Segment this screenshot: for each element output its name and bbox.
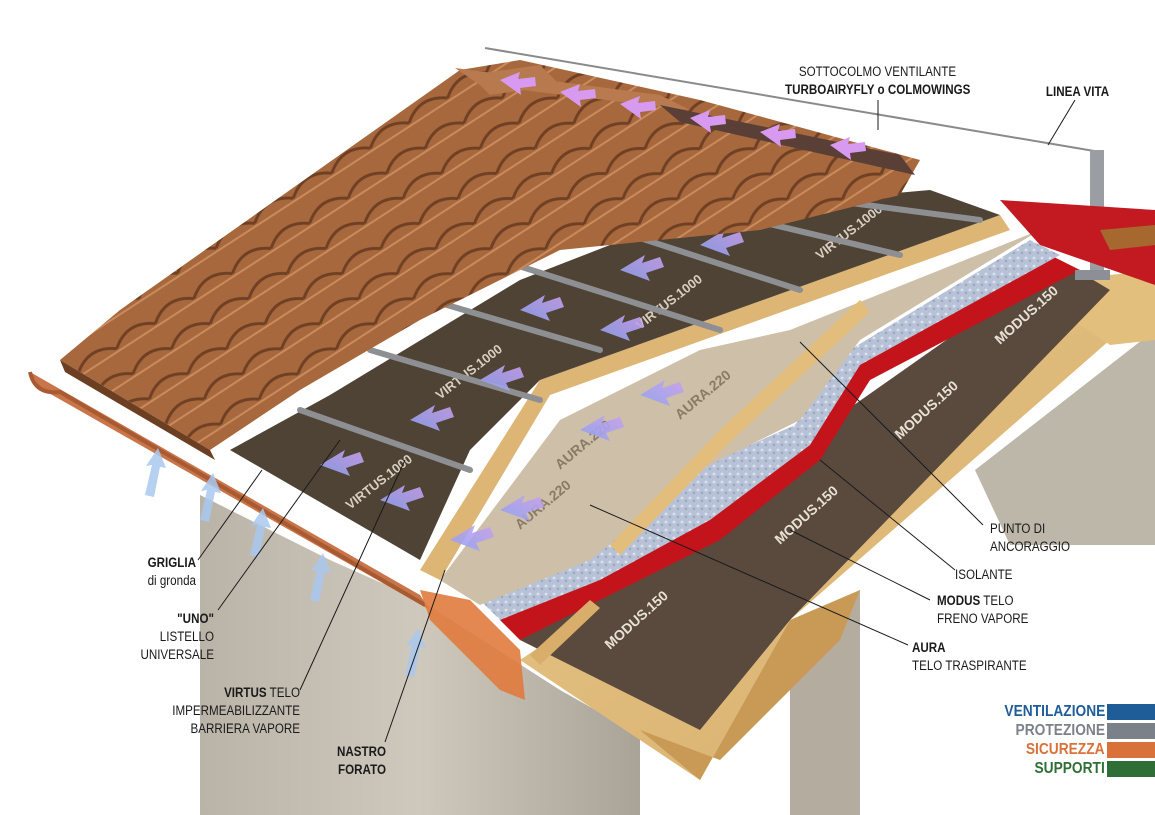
sottocolmo-line2: TURBOAIRYFLY o COLMOWINGS <box>785 81 970 99</box>
virtus-line3: BARRIERA VAPORE <box>162 720 300 738</box>
isolante-text: ISOLANTE <box>955 567 1012 582</box>
legend-label: VENTILAZIONE <box>1004 703 1105 721</box>
aura-bold: AURA <box>912 639 1032 657</box>
uno-line3: UNIVERSALE <box>125 646 214 664</box>
legend-row-supporti: SUPPORTI <box>960 760 1155 778</box>
uno-line2: LISTELLO <box>125 628 214 646</box>
legend: VENTILAZIONE PROTEZIONE SICUREZZA SUPPOR… <box>960 703 1155 781</box>
sottocolmo-label: SOTTOCOLMO VENTILANTE TURBOAIRYFLY o COL… <box>785 63 970 99</box>
legend-swatch <box>1107 742 1155 758</box>
linea-vita-text: LINEA VITA <box>1046 84 1109 99</box>
modus-line2: FRENO VAPORE <box>937 610 1049 628</box>
nastro-line2: FORATO <box>312 761 386 779</box>
griglia-line2: di gronda <box>113 572 196 590</box>
modus-bold: MODUS <box>937 593 980 608</box>
griglia-bold: GRIGLIA <box>113 554 196 572</box>
uno-bold: "UNO" <box>125 610 214 628</box>
punto-line1: PUNTO DI <box>990 520 1093 538</box>
legend-swatch <box>1107 761 1155 777</box>
nastro-label: NASTRO FORATO <box>312 743 386 779</box>
virtus-label: VIRTUS TELO IMPERMEABILIZZANTE BARRIERA … <box>162 684 300 738</box>
linea-vita-label: LINEA VITA <box>1037 83 1119 101</box>
modus-rest: TELO <box>980 593 1013 608</box>
isolante-label: ISOLANTE <box>955 566 1050 584</box>
legend-row-protezione: PROTEZIONE <box>960 722 1155 740</box>
virtus-line2: IMPERMEABILIZZANTE <box>162 702 300 720</box>
legend-label: SUPPORTI <box>1035 760 1105 778</box>
nastro-line1: NASTRO <box>312 743 386 761</box>
sottocolmo-line1: SOTTOCOLMO VENTILANTE <box>785 63 970 81</box>
virtus-rest: TELO <box>267 685 300 700</box>
modus-label: MODUS TELO FRENO VAPORE <box>937 592 1049 628</box>
aura-line2: TELO TRASPIRANTE <box>912 657 1032 675</box>
punto-line2: ANCORAGGIO <box>990 538 1093 556</box>
legend-swatch <box>1107 704 1155 720</box>
griglia-label: GRIGLIA di gronda <box>113 554 196 590</box>
legend-label: SICUREZZA <box>1026 741 1105 759</box>
aura-label: AURA TELO TRASPIRANTE <box>912 639 1032 675</box>
punto-label: PUNTO DI ANCORAGGIO <box>990 520 1093 556</box>
virtus-bold: VIRTUS <box>224 685 267 700</box>
legend-swatch <box>1107 723 1155 739</box>
legend-label: PROTEZIONE <box>1016 722 1105 740</box>
uno-label: "UNO" LISTELLO UNIVERSALE <box>125 610 214 664</box>
legend-row-sicurezza: SICUREZZA <box>960 741 1155 759</box>
legend-row-ventilazione: VENTILAZIONE <box>960 703 1155 721</box>
